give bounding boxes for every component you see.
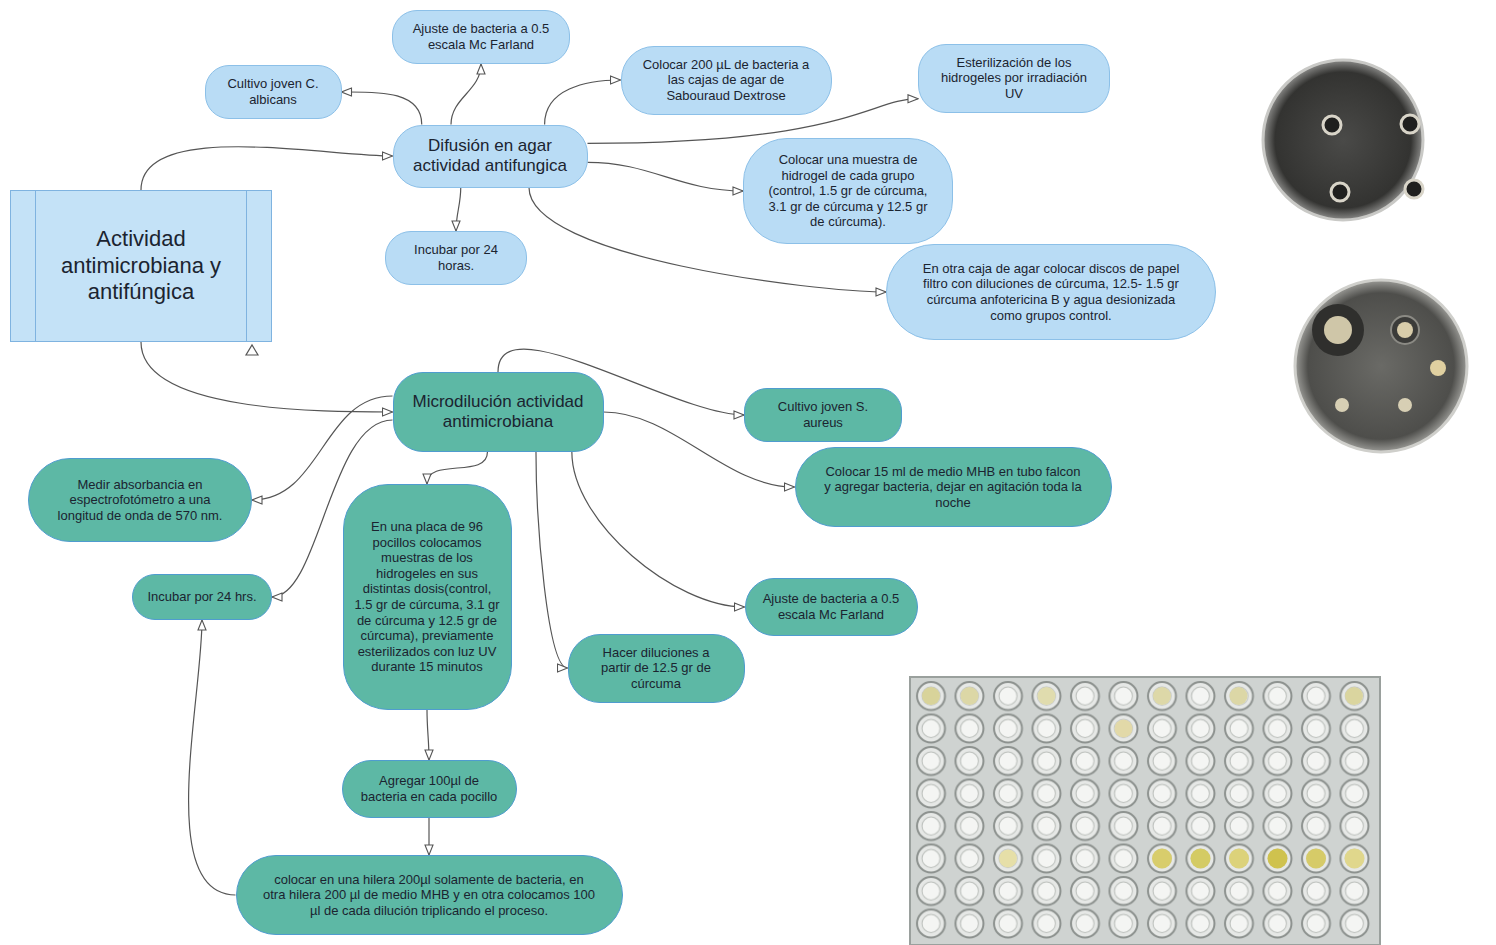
connector-arrow xyxy=(427,710,429,760)
node-text: Hacer diluciones a partir de 12.5 gr de … xyxy=(587,645,726,692)
connector-arrow xyxy=(588,162,744,191)
side-bar xyxy=(35,191,36,341)
step-pill: Agregar 100µl de bacteria en cada pocill… xyxy=(342,760,517,818)
side-bar xyxy=(246,191,247,341)
connector-arrow xyxy=(428,818,429,855)
step-pill: Ajuste de bacteria a 0.5 escala Mc Farla… xyxy=(392,10,570,64)
step-pill: Cultivo joven S. aureus xyxy=(744,388,902,442)
petri-dish xyxy=(1263,60,1423,220)
step-pill: Incubar por 24 horas. xyxy=(385,231,527,285)
node-text: Agregar 100µl de bacteria en cada pocill… xyxy=(357,773,502,804)
step-pill: Colocar 200 µL de bacteria a las cajas d… xyxy=(621,46,832,115)
connector-arrow xyxy=(189,620,236,895)
node-text: Incubar por 24 horas. xyxy=(400,242,512,273)
node-text: Ajuste de bacteria a 0.5 escala Mc Farla… xyxy=(760,591,903,622)
node-text: Colocar 15 ml de medio MHB en tubo falco… xyxy=(822,464,1085,511)
step-pill: Esterilización de los hidrogeles por irr… xyxy=(918,44,1110,113)
step-pill: Cultivo joven C. albicans xyxy=(205,65,342,119)
node-text: En una placa de 96 pocillos colocamos mu… xyxy=(354,519,501,675)
step-pill: Colocar una muestra de hidrogel de cada … xyxy=(743,138,953,244)
connector-arrow xyxy=(141,342,393,412)
step-pill: Ajuste de bacteria a 0.5 escala Mc Farla… xyxy=(745,578,918,636)
process-box: Actividad antimicrobiana y antifúngica xyxy=(10,190,272,342)
step-pill: Microdilución actividad antimicrobiana xyxy=(393,372,604,452)
connector-arrow xyxy=(456,188,461,232)
stray-arrowhead xyxy=(246,345,258,355)
node-text: Ajuste de bacteria a 0.5 escala Mc Farla… xyxy=(407,21,555,52)
connector-arrow xyxy=(141,147,393,190)
node-text: Microdilución actividad antimicrobiana xyxy=(410,392,587,433)
connector-arrow xyxy=(427,452,487,484)
connector-arrow xyxy=(536,452,568,668)
step-pill: colocar en una hilera 200µl solamente de… xyxy=(236,855,623,935)
step-pill: Hacer diluciones a partir de 12.5 gr de … xyxy=(568,634,745,703)
node-text: Actividad antimicrobiana y antifúngica xyxy=(51,226,231,305)
node-text: En otra caja de agar colocar discos de p… xyxy=(921,261,1181,323)
node-text: Medir absorbancia en espectrofotómetro a… xyxy=(45,477,235,524)
step-pill: Difusión en agar actividad antifungica xyxy=(393,125,588,188)
connector-arrow xyxy=(451,64,481,125)
petri-dish xyxy=(1295,280,1467,452)
node-text: Colocar una muestra de hidrogel de cada … xyxy=(762,152,934,230)
step-pill: En otra caja de agar colocar discos de p… xyxy=(886,244,1216,340)
well-plate xyxy=(910,677,1380,945)
node-text: colocar en una hilera 200µl solamente de… xyxy=(263,872,596,919)
node-text: Cultivo joven C. albicans xyxy=(218,76,329,107)
connector-arrow xyxy=(572,452,745,607)
node-text: Difusión en agar actividad antifungica xyxy=(408,136,573,177)
node-text: Esterilización de los hidrogeles por irr… xyxy=(935,55,1093,102)
node-text: Cultivo joven S. aureus xyxy=(759,399,887,430)
step-pill: Colocar 15 ml de medio MHB en tubo falco… xyxy=(795,447,1112,527)
node-text: Incubar por 24 hrs. xyxy=(147,589,256,605)
step-pill: En una placa de 96 pocillos colocamos mu… xyxy=(343,484,512,710)
step-pill: Incubar por 24 hrs. xyxy=(132,574,272,620)
connector-arrow xyxy=(342,92,422,125)
connector-arrow xyxy=(252,396,393,500)
connector-arrow xyxy=(545,80,621,125)
step-pill: Medir absorbancia en espectrofotómetro a… xyxy=(28,458,252,542)
node-text: Colocar 200 µL de bacteria a las cajas d… xyxy=(638,57,815,104)
